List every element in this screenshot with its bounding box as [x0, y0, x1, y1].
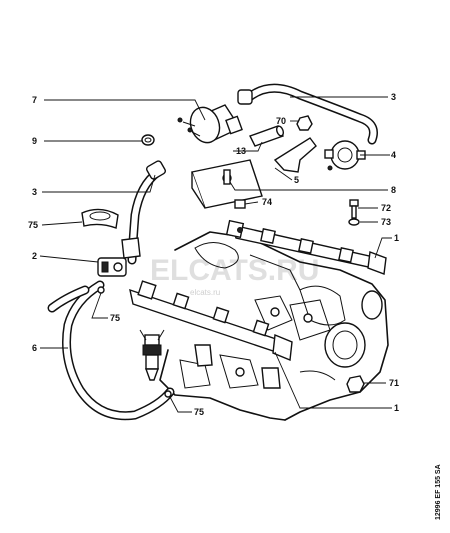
connector-2 — [97, 237, 141, 277]
spacer-74 — [234, 199, 246, 209]
fuel-rail-lower — [129, 280, 293, 389]
grommet-9 — [141, 134, 155, 146]
callout-2: 2 — [32, 251, 37, 261]
callout-75-mid: 75 — [110, 313, 120, 323]
hose-short-2 — [47, 285, 90, 313]
leader-lines — [39, 96, 392, 413]
bracket-8 — [191, 159, 263, 209]
callout-75-top: 75 — [28, 220, 38, 230]
hose-clip-75-mid — [97, 286, 105, 294]
watermark-main: ELCATS.RU — [150, 254, 319, 287]
callout-7: 7 — [32, 95, 37, 105]
callout-4: 4 — [391, 150, 396, 160]
hose-clip-75-top — [81, 208, 119, 229]
callout-13: 13 — [236, 146, 246, 156]
hose-clip-75-bottom — [164, 390, 172, 398]
sleeve-13 — [249, 125, 284, 147]
washer-73 — [348, 218, 360, 226]
callout-3-left: 3 — [32, 187, 37, 197]
callout-75-bottom: 75 — [194, 407, 204, 417]
callout-3-top: 3 — [391, 92, 396, 102]
callout-9: 9 — [32, 136, 37, 146]
hose-supply-6 — [62, 280, 175, 421]
callout-74: 74 — [262, 197, 272, 207]
nut-70 — [296, 115, 313, 131]
fuel-rail-upper — [225, 219, 387, 275]
callout-70: 70 — [276, 116, 286, 126]
damper-4 — [324, 140, 366, 171]
reference-code: 12996 EF 155 SA — [435, 464, 442, 520]
watermark-sub: elcats.ru — [190, 288, 220, 297]
return-hose-top — [237, 83, 378, 145]
callout-72: 72 — [381, 203, 391, 213]
callout-5: 5 — [294, 175, 299, 185]
callout-6: 6 — [32, 343, 37, 353]
callout-71: 71 — [389, 378, 399, 388]
callout-73: 73 — [381, 217, 391, 227]
nut-71 — [346, 375, 365, 393]
pressure-regulator — [177, 104, 243, 144]
callout-1-right: 1 — [394, 233, 399, 243]
callout-1-bottom: 1 — [394, 403, 399, 413]
bolt-72 — [349, 199, 359, 219]
callout-8: 8 — [391, 185, 396, 195]
fuel-injector — [139, 329, 165, 381]
bracket-5 — [273, 137, 317, 173]
